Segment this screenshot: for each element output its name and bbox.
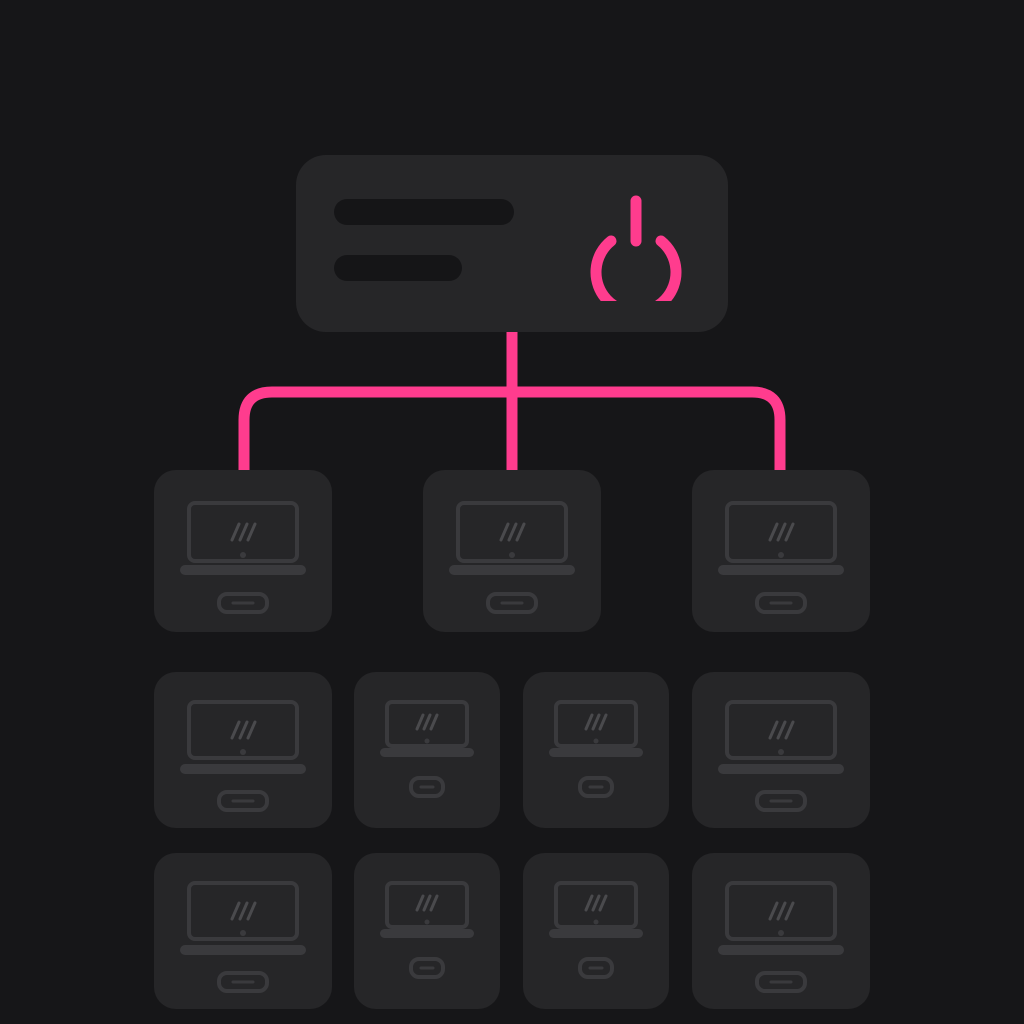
laptop-icon bbox=[380, 700, 474, 798]
laptop-icon bbox=[180, 501, 306, 614]
laptop-icon bbox=[718, 700, 844, 812]
device-node-2[interactable] bbox=[423, 470, 601, 632]
master-placeholder-line bbox=[334, 255, 462, 281]
device-node-3[interactable] bbox=[692, 470, 870, 632]
laptop-icon bbox=[549, 881, 643, 979]
master-node-card[interactable] bbox=[296, 155, 728, 332]
device-node-5[interactable] bbox=[354, 672, 500, 828]
connector-branch-left bbox=[238, 386, 512, 470]
device-node-1[interactable] bbox=[154, 470, 332, 632]
device-node-11[interactable] bbox=[692, 853, 870, 1009]
device-node-4[interactable] bbox=[154, 672, 332, 828]
laptop-icon bbox=[549, 700, 643, 798]
master-placeholder-line bbox=[334, 199, 514, 225]
device-node-9[interactable] bbox=[354, 853, 500, 1009]
connector-branch-right bbox=[512, 386, 786, 470]
device-node-6[interactable] bbox=[523, 672, 669, 828]
laptop-icon bbox=[180, 881, 306, 993]
power-icon[interactable] bbox=[584, 191, 688, 301]
device-node-7[interactable] bbox=[692, 672, 870, 828]
laptop-icon bbox=[718, 501, 844, 614]
laptop-icon bbox=[180, 700, 306, 812]
laptop-icon bbox=[718, 881, 844, 993]
device-node-8[interactable] bbox=[154, 853, 332, 1009]
laptop-icon bbox=[449, 501, 575, 614]
device-node-10[interactable] bbox=[523, 853, 669, 1009]
laptop-icon bbox=[380, 881, 474, 979]
